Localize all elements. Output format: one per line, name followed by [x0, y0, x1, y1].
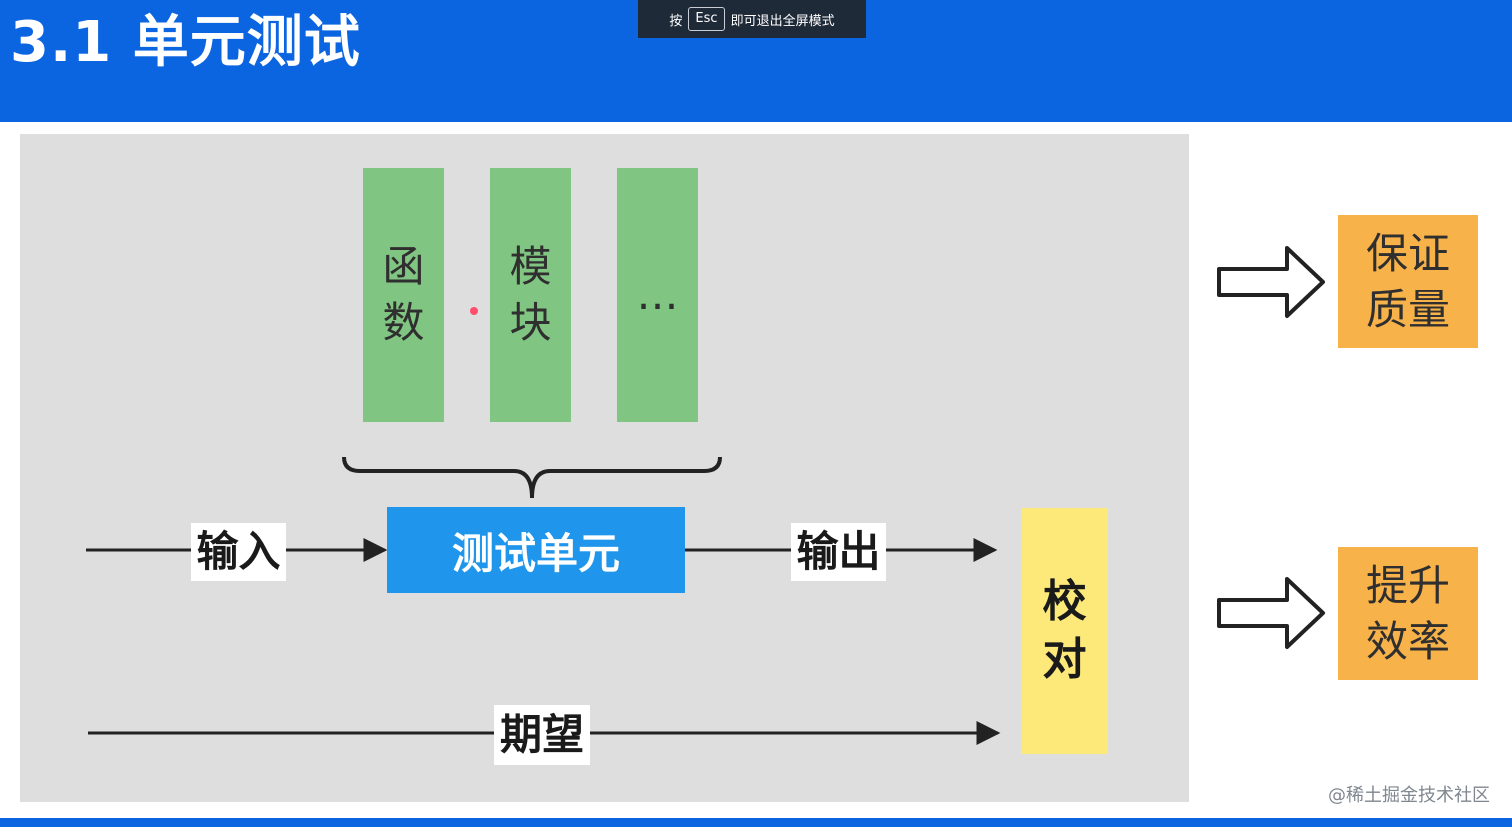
- function-label-1: 函: [382, 242, 425, 291]
- expect-label: 期望: [494, 705, 590, 765]
- efficiency-label-2: 效率: [1365, 616, 1450, 666]
- efficiency-box: 提升 效率: [1338, 547, 1478, 680]
- fullscreen-exit-tip: 按 Esc 即可退出全屏模式: [638, 0, 866, 38]
- tip-suffix: 即可退出全屏模式: [730, 13, 835, 29]
- function-box: 函 数: [363, 168, 444, 422]
- bottom-bar: [0, 818, 1512, 827]
- check-label-2: 对: [1042, 634, 1087, 685]
- input-label: 输入: [191, 523, 286, 581]
- check-box: 校 对: [1021, 508, 1108, 754]
- function-label-2: 数: [382, 298, 425, 347]
- quality-label-2: 质量: [1365, 284, 1450, 334]
- module-label-1: 模: [509, 242, 552, 291]
- diagram-panel: [20, 134, 1189, 802]
- quality-arrow-icon: [1217, 246, 1325, 318]
- test-unit-box: 测试单元: [387, 507, 685, 593]
- efficiency-label-1: 提升: [1365, 560, 1450, 610]
- more-label: …: [636, 270, 679, 319]
- output-label: 输出: [791, 523, 886, 581]
- watermark: @稀土掘金技术社区: [1328, 785, 1490, 806]
- tip-prefix: 按: [669, 13, 683, 29]
- brace: [342, 456, 722, 499]
- page-title: 3.1 单元测试: [10, 10, 361, 75]
- efficiency-arrow-icon: [1217, 577, 1325, 649]
- module-box: 模 块: [490, 168, 571, 422]
- module-label-2: 块: [509, 298, 552, 347]
- more-box: …: [617, 168, 698, 422]
- quality-box: 保证 质量: [1338, 215, 1478, 348]
- check-label-1: 校: [1042, 576, 1087, 627]
- esc-key: Esc: [688, 7, 725, 31]
- quality-label-1: 保证: [1365, 228, 1450, 278]
- pointer-dot: [470, 307, 478, 315]
